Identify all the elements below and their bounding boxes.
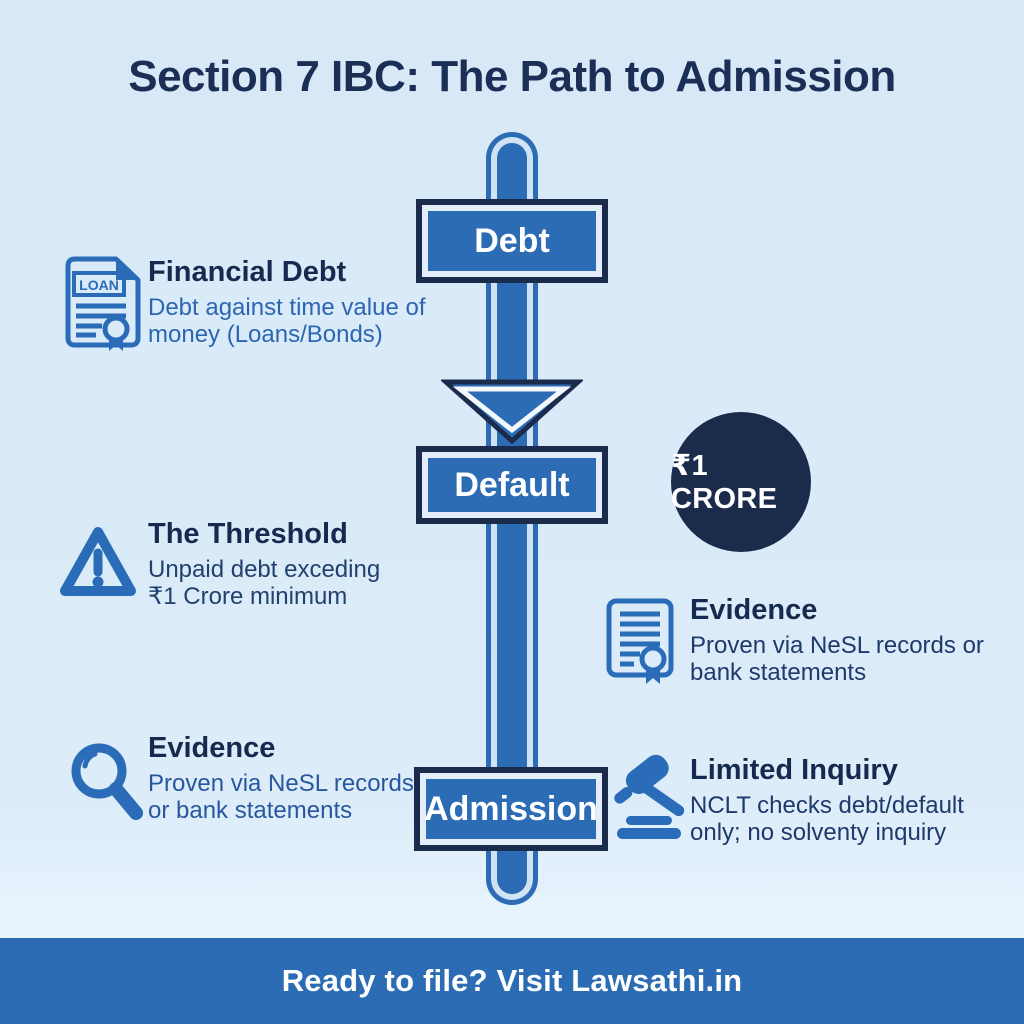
flow-step-default-label: Default [454,465,570,504]
item-title: The Threshold [148,518,348,550]
flow-step-default: Default [416,446,608,524]
item-title: Evidence [690,594,818,626]
amount-badge-label: ₹1 CRORE [671,450,778,515]
certificate-icon [606,598,674,684]
item-body: NCLT checks debt/default only; no solven… [690,792,964,847]
flow-step-debt: Debt [416,199,608,283]
amount-badge: ₹1 CRORE [671,412,811,552]
item-title: Limited Inquiry [690,754,898,786]
item-body: Unpaid debt exceding ₹1 Crore minimum [148,556,381,611]
warning-triangle-icon [60,527,136,596]
item-title: Evidence [148,732,276,764]
magnifier-icon [71,743,143,820]
flow-step-debt-label: Debt [474,221,550,260]
item-body: Debt against time value of money (Loans/… [148,294,426,349]
footer-text: Ready to file? Visit Lawsathi.in [281,963,743,998]
item-body: Proven via NeSL records or bank statemen… [690,632,984,687]
loan-icon-label: LOAN [79,277,119,293]
gavel-icon [614,754,685,839]
flow-step-admission-label: Admission [424,789,598,828]
flow-step-admission: Admission [414,767,608,851]
down-arrow-icon [441,379,583,445]
loan-document-icon: LOAN [65,256,141,351]
page-title: Section 7 IBC: The Path to Admission [128,52,896,101]
item-title: Financial Debt [148,256,347,288]
item-body: Proven via NeSL records or bank statemen… [148,770,414,825]
footer-banner: Ready to file? Visit Lawsathi.in [0,938,1024,1024]
